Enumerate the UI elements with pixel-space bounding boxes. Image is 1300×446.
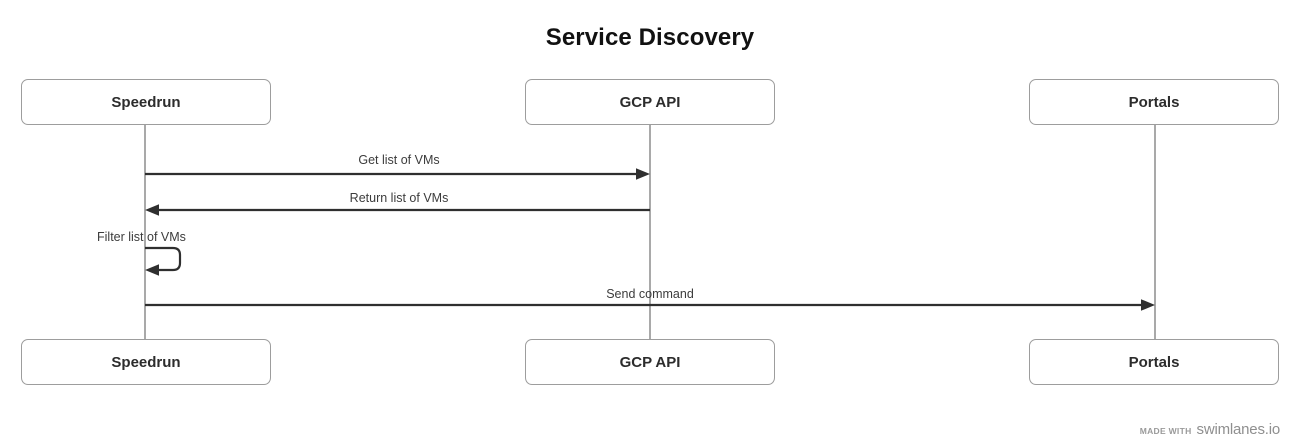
message-label-get-list-of-vms: Get list of VMs [358,153,440,167]
participant-box-portals-top[interactable]: Portals [1029,79,1279,125]
message-arrow-return-list-of-vms [145,204,650,216]
message-arrow-get-list-of-vms [145,168,650,180]
participant-box-gcp-api-top[interactable]: GCP API [525,79,775,125]
watermark-made-with-label: MADE WITH [1139,426,1192,436]
watermark-brand-link[interactable]: swimlanes.io [1196,421,1281,438]
lifeline-portals [1154,125,1156,339]
participant-label-speedrun-bottom: Speedrun [111,353,181,371]
participant-box-speedrun-top[interactable]: Speedrun [21,79,271,125]
participant-label-speedrun-top: Speedrun [111,93,181,111]
message-label-filter-list-of-vms: Filter list of VMs [97,230,186,244]
participant-box-gcp-api-bottom[interactable]: GCP API [525,339,775,385]
page-title: Service Discovery [545,24,755,51]
message-label-return-list-of-vms: Return list of VMs [349,191,449,205]
message-label-send-command: Send command [606,287,694,301]
message-arrow-send-command [145,299,1155,311]
lifeline-speedrun [144,125,146,339]
participant-label-gcp-api-top: GCP API [619,93,681,111]
participant-label-gcp-api-bottom: GCP API [619,353,681,371]
lifeline-gcp-api [649,125,651,339]
participant-box-portals-bottom[interactable]: Portals [1029,339,1279,385]
message-arrow-filter-list-of-vms [145,246,182,276]
watermark: MADE WITH swimlanes.io [1140,421,1280,438]
participant-box-speedrun-bottom[interactable]: Speedrun [21,339,271,385]
participant-label-portals-bottom: Portals [1128,353,1180,371]
participant-label-portals-top: Portals [1128,93,1180,111]
